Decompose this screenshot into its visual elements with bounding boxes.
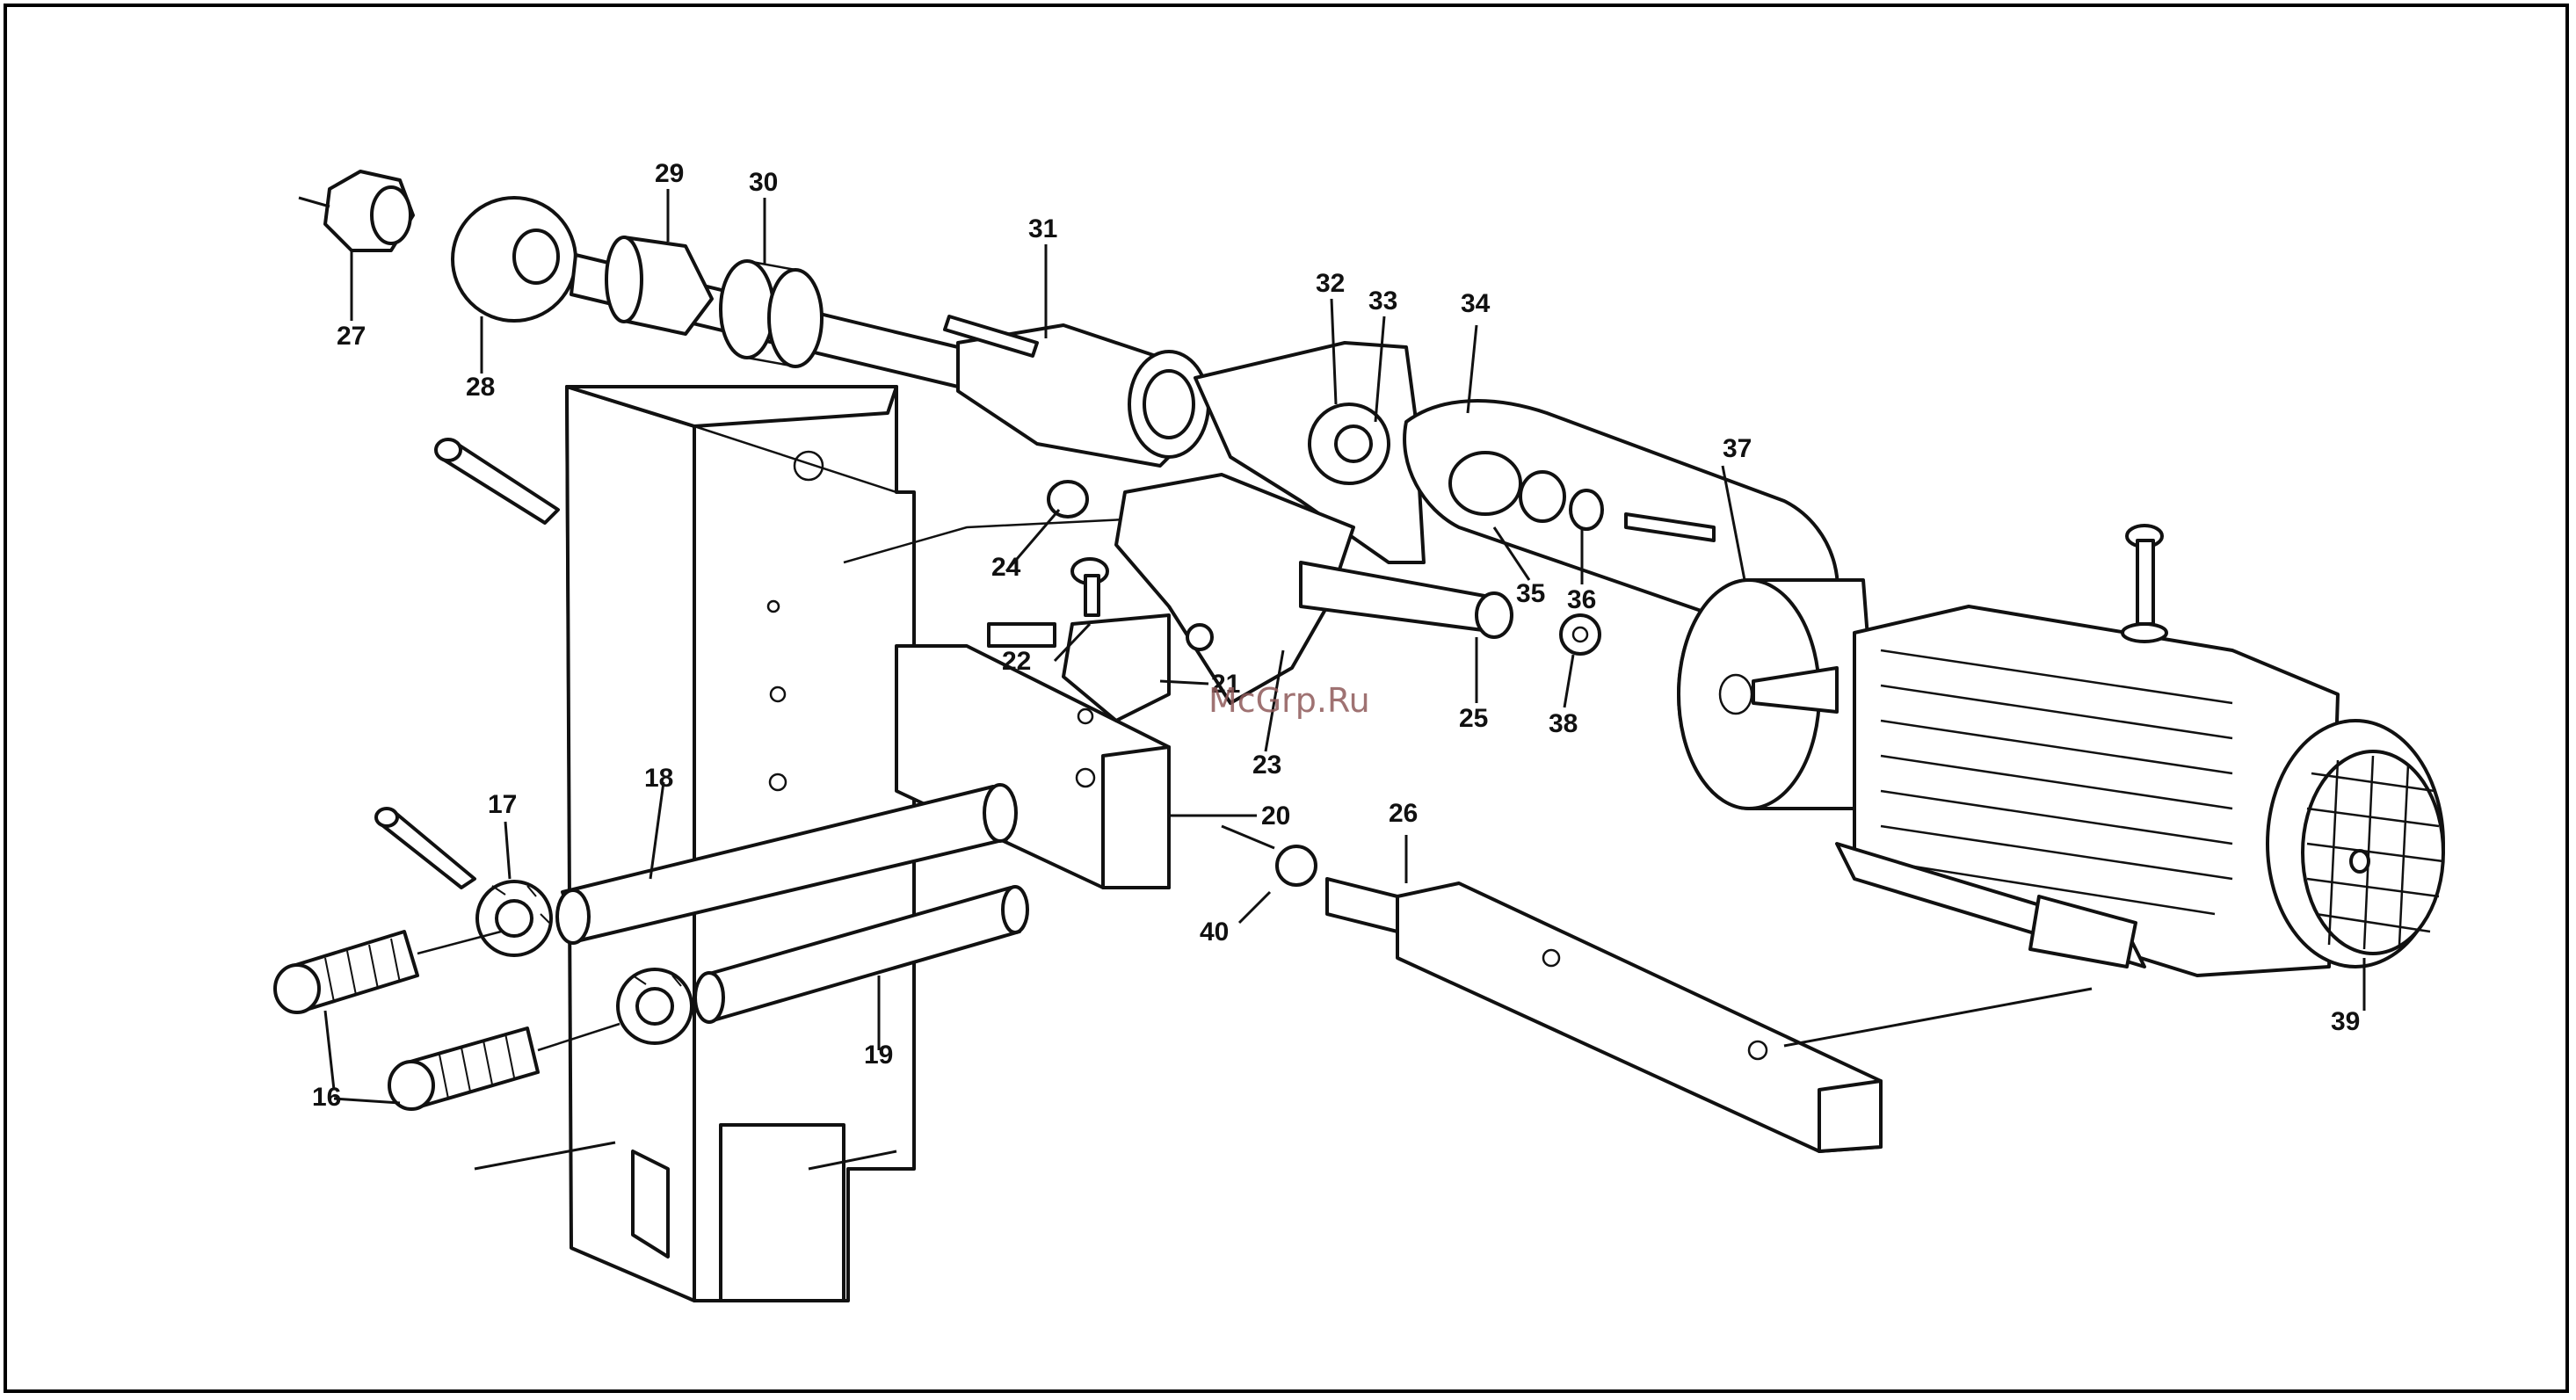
- callout-33: 33: [1368, 287, 1397, 316]
- callout-17: 17: [488, 790, 517, 819]
- bushing-29: [606, 237, 712, 334]
- callout-18: 18: [644, 764, 673, 793]
- pulley-37: [1679, 580, 1881, 809]
- knurled-wheel-lower: [618, 969, 692, 1043]
- callout-16: 16: [312, 1083, 341, 1112]
- knurled-wheel-upper: [477, 881, 551, 955]
- callout-27: 27: [337, 322, 366, 351]
- screw-top-left: [436, 439, 558, 523]
- callout-37: 37: [1723, 434, 1752, 463]
- callout-22: 22: [1002, 647, 1031, 676]
- callout-31: 31: [1028, 214, 1057, 243]
- callout-24: 24: [991, 553, 1021, 582]
- callout-29: 29: [655, 159, 684, 188]
- callout-35: 35: [1516, 579, 1545, 608]
- callout-26: 26: [1389, 799, 1418, 828]
- callout-36: 36: [1567, 585, 1596, 614]
- callout-25: 25: [1459, 704, 1488, 733]
- bar-26: [1222, 826, 1881, 1151]
- bearing-30: [721, 261, 822, 366]
- nut-27: [299, 171, 413, 250]
- knob-upper: [275, 932, 501, 1012]
- callout-23: 23: [1252, 751, 1281, 780]
- callout-34: 34: [1461, 289, 1491, 318]
- screw-17: [376, 809, 475, 888]
- motor-39: [1837, 526, 2443, 976]
- callout-39: 39: [2331, 1007, 2360, 1036]
- callout-28: 28: [466, 373, 495, 402]
- callout-38: 38: [1549, 709, 1578, 738]
- washer-28: [453, 198, 576, 321]
- callout-40: 40: [1200, 918, 1229, 947]
- coupling-31: [945, 316, 1208, 466]
- watermark: McGrp.Ru: [1208, 681, 1370, 720]
- callout-20: 20: [1261, 802, 1290, 831]
- callout-32: 32: [1316, 269, 1345, 298]
- callout-30: 30: [749, 168, 778, 197]
- callout-19: 19: [864, 1041, 893, 1070]
